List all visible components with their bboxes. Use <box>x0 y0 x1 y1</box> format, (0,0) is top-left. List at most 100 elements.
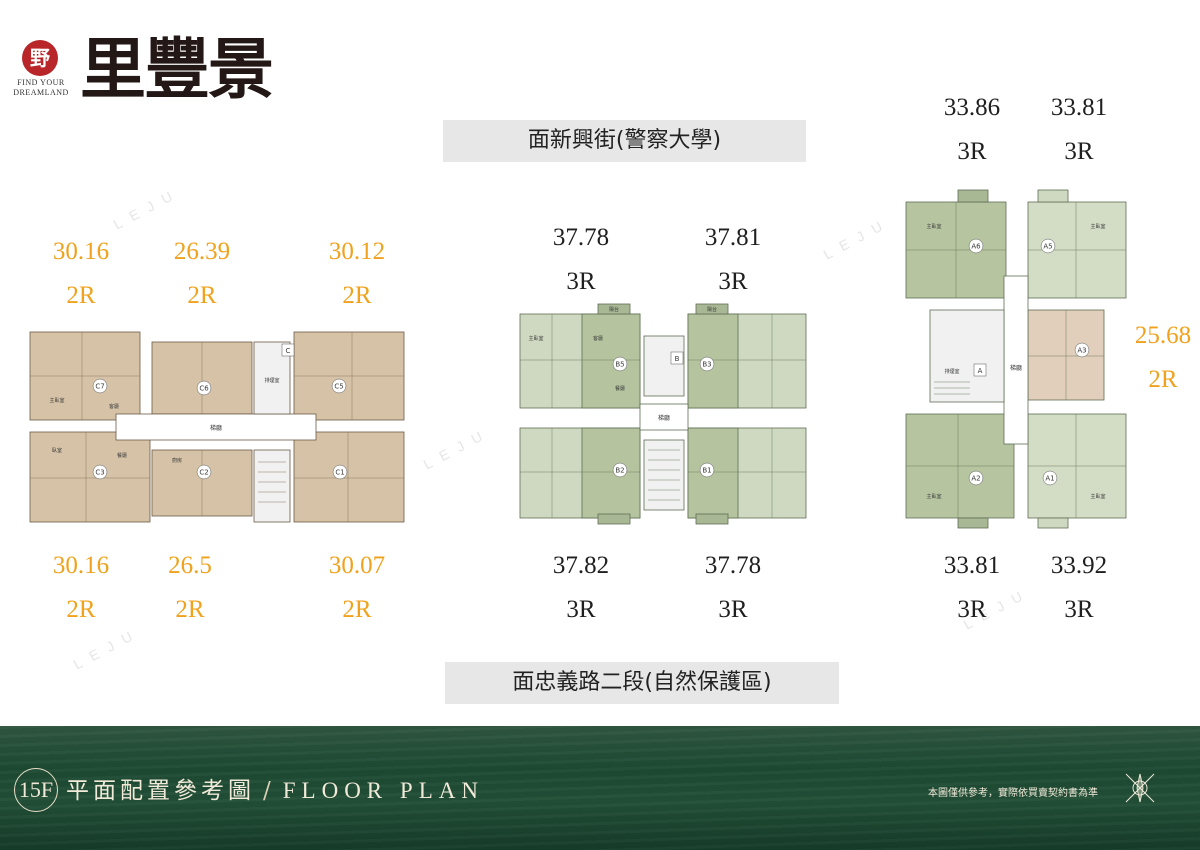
plan-label-b2: B2 <box>615 467 624 475</box>
balcony <box>695 303 729 315</box>
unit-rooms: 3R <box>566 596 596 623</box>
plan-label-a2: A2 <box>971 475 980 483</box>
plan-label-balcony: 陽台 <box>609 306 619 313</box>
balcony <box>957 189 989 203</box>
unit-size: 26.39 <box>173 238 231 265</box>
balcony <box>1037 517 1069 529</box>
stair-core <box>643 439 685 511</box>
unit-c3 <box>29 431 151 523</box>
plan-label-corridor: 梯廳 <box>658 414 670 422</box>
plan-label-c2: C2 <box>199 469 208 477</box>
balcony <box>1037 189 1069 203</box>
unit-rooms: 2R <box>1148 366 1178 393</box>
unit-size: 33.81 <box>943 552 1001 579</box>
corridor <box>639 403 689 431</box>
unit-rooms: 2R <box>66 596 96 623</box>
plan-label-b3: B3 <box>702 361 711 369</box>
unit-rooms: 3R <box>718 268 748 295</box>
plan-label-master: 主臥室 <box>1090 223 1105 230</box>
balcony <box>957 517 989 529</box>
corridor <box>115 413 317 441</box>
unit-size: 30.07 <box>328 552 386 579</box>
unit-rooms: 2R <box>187 282 217 309</box>
plan-label-c5: C5 <box>334 383 343 391</box>
plan-label-dining: 餐廳 <box>615 385 625 392</box>
plan-label-corridor: 梯廳 <box>210 424 222 432</box>
plan-label-c1: C1 <box>335 469 344 477</box>
unit-label-c3: 30.16 2R <box>36 550 126 626</box>
unit-size: 25.68 <box>1134 322 1192 349</box>
floor-plan-building-a: A6 A5 A3 A2 A1 A 排煙室 梯廳 主臥室 主臥室 主臥室 主臥室 <box>905 189 1127 529</box>
brand-tagline-line2: DREAMLAND <box>13 88 69 97</box>
brand-name: 里豐景 <box>80 30 274 108</box>
unit-rooms: 3R <box>957 138 987 165</box>
unit-rooms: 2R <box>342 282 372 309</box>
unit-label-c1: 30.07 2R <box>312 550 402 626</box>
floor-plan-title-cn: 平面配置參考圖 <box>66 778 255 804</box>
plan-label-c7: C7 <box>95 383 104 391</box>
watermark: LEJU <box>420 423 494 473</box>
unit-rooms: 2R <box>342 596 372 623</box>
plan-label-escape: 排煙室 <box>944 368 959 375</box>
plan-label-c-stair: C <box>286 347 291 355</box>
plan-label-c3: C3 <box>95 469 104 477</box>
plan-label-living: 客廳 <box>109 403 119 410</box>
plan-label-a3: A3 <box>1077 347 1086 355</box>
plan-label-a5: A5 <box>1043 243 1052 251</box>
plan-label-b-stair: B <box>675 355 680 363</box>
street-bottom-label: 面忠義路二段(自然保護區) <box>445 662 839 704</box>
unit-label-a5: 33.81 3R <box>1034 92 1124 168</box>
footer-banner <box>0 726 1200 850</box>
plan-label-master: 主臥室 <box>528 335 543 342</box>
unit-rooms: 3R <box>718 596 748 623</box>
unit-size: 37.78 <box>552 224 610 251</box>
floor-number-badge: 15F <box>14 768 58 812</box>
footer-texture <box>0 726 1200 850</box>
watermark: LEJU <box>820 213 894 263</box>
brand-tagline-line1: FIND YOUR <box>17 78 65 87</box>
watermark: LEJU <box>110 183 184 233</box>
balcony <box>597 303 631 315</box>
unit-label-a3: 25.68 2R <box>1118 320 1200 396</box>
unit-size: 30.16 <box>52 238 110 265</box>
unit-label-a6: 33.86 3R <box>927 92 1017 168</box>
unit-c1 <box>293 431 405 523</box>
watermark: LEJU <box>70 623 144 673</box>
plan-label-master: 主臥室 <box>1090 493 1105 500</box>
unit-size: 26.5 <box>168 552 212 579</box>
unit-rooms: 2R <box>66 282 96 309</box>
stair-core <box>929 309 1005 403</box>
stair-core <box>253 449 291 523</box>
brand-tagline: FIND YOUR DREAMLAND <box>8 78 74 98</box>
unit-rooms: 2R <box>175 596 205 623</box>
plan-label-master: 主臥室 <box>926 223 941 230</box>
plan-label-b1: B1 <box>702 467 711 475</box>
disclaimer-text: 本圖僅供參考，實際依買賣契約書為準 <box>928 788 1098 799</box>
unit-size: 37.81 <box>704 224 762 251</box>
plan-label-balcony: 陽台 <box>707 306 717 313</box>
unit-label-a1: 33.92 3R <box>1034 550 1124 626</box>
unit-label-b1: 37.78 3R <box>688 550 778 626</box>
unit-label-c7: 30.16 2R <box>36 236 126 312</box>
unit-size: 33.86 <box>943 94 1001 121</box>
unit-rooms: 3R <box>957 596 987 623</box>
unit-size: 30.12 <box>328 238 386 265</box>
unit-size: 37.78 <box>704 552 762 579</box>
unit-label-c6: 26.39 2R <box>157 236 247 312</box>
plan-label-a6: A6 <box>971 243 981 251</box>
unit-label-b2: 37.82 3R <box>536 550 626 626</box>
unit-size: 30.16 <box>52 552 110 579</box>
plan-label-a-stair: A <box>978 367 983 375</box>
floor-plan-title: 平面配置參考圖/FLOOR PLAN <box>66 776 484 806</box>
unit-size: 33.81 <box>1050 94 1108 121</box>
plan-label-c6: C6 <box>199 385 209 393</box>
plan-label-dining: 餐廳 <box>117 452 127 459</box>
unit-label-c5: 30.12 2R <box>312 236 402 312</box>
unit-size: 37.82 <box>552 552 610 579</box>
plan-label-living: 客廳 <box>593 335 603 342</box>
plan-label-escape: 排煙室 <box>264 377 279 384</box>
floor-plan-building-b: B5 B3 B2 B1 B 梯廳 陽台 陽台 主臥室 餐廳 客廳 <box>519 303 807 525</box>
balcony <box>597 513 631 525</box>
stair-core <box>643 335 685 397</box>
balcony <box>695 513 729 525</box>
